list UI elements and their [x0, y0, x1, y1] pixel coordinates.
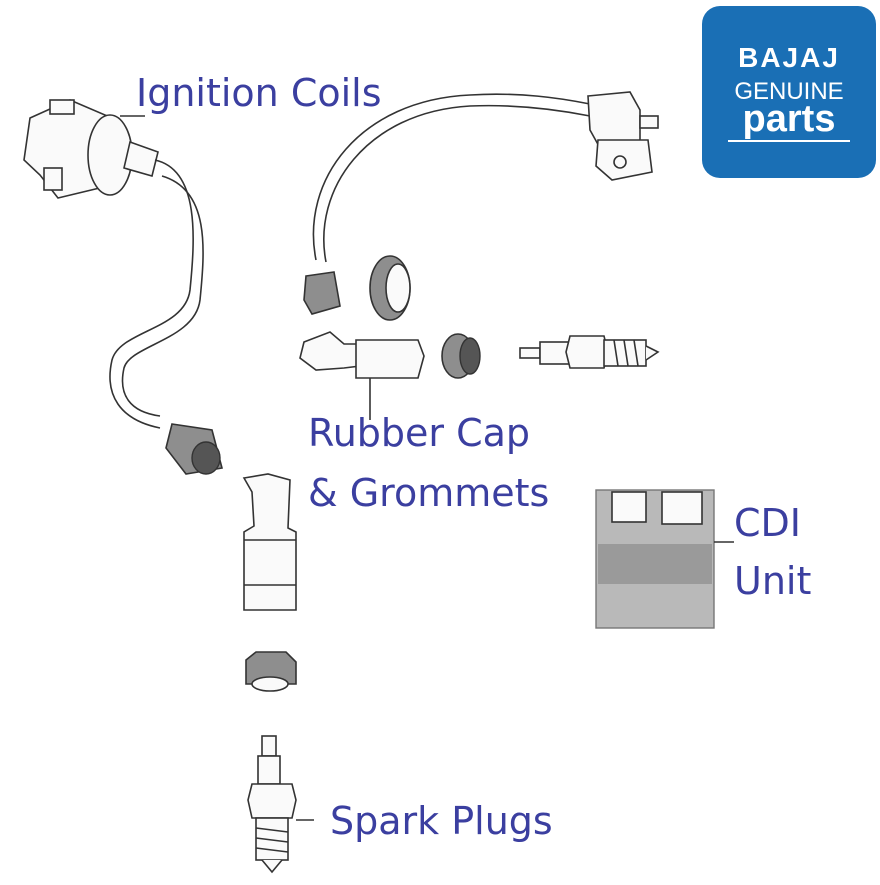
bajaj-genuine-parts-logo: BAJAJ GENUINE parts: [702, 6, 876, 178]
label-rubber-cap-line1: Rubber Cap: [308, 411, 531, 455]
rubber-cap-upper: [303, 255, 411, 321]
grommet-small: [245, 651, 297, 692]
spark-plug-vertical: [247, 735, 297, 874]
spark-plug-cap-vertical: [242, 473, 297, 611]
grommet-right: [441, 333, 481, 379]
logo-genuine: GENUINE: [734, 78, 844, 105]
logo-parts: parts: [742, 98, 836, 140]
spark-plug-cap-horizontal: [299, 331, 425, 420]
cdi-unit: [595, 489, 734, 629]
spark-plug-horizontal: [519, 335, 660, 369]
label-cdi-line1: CDI: [734, 501, 802, 545]
logo-brand: BAJAJ: [738, 42, 840, 73]
logo-underline: [728, 140, 850, 142]
label-ignition-coils: Ignition Coils: [136, 71, 382, 115]
rubber-boot-left: [165, 423, 223, 475]
ignition-coil-left: [23, 99, 204, 429]
label-rubber-cap-line2: & Grommets: [308, 471, 550, 515]
label-cdi-line2: Unit: [734, 559, 812, 603]
label-spark-plugs: Spark Plugs: [330, 799, 553, 843]
ignition-coil-right: [312, 91, 659, 263]
